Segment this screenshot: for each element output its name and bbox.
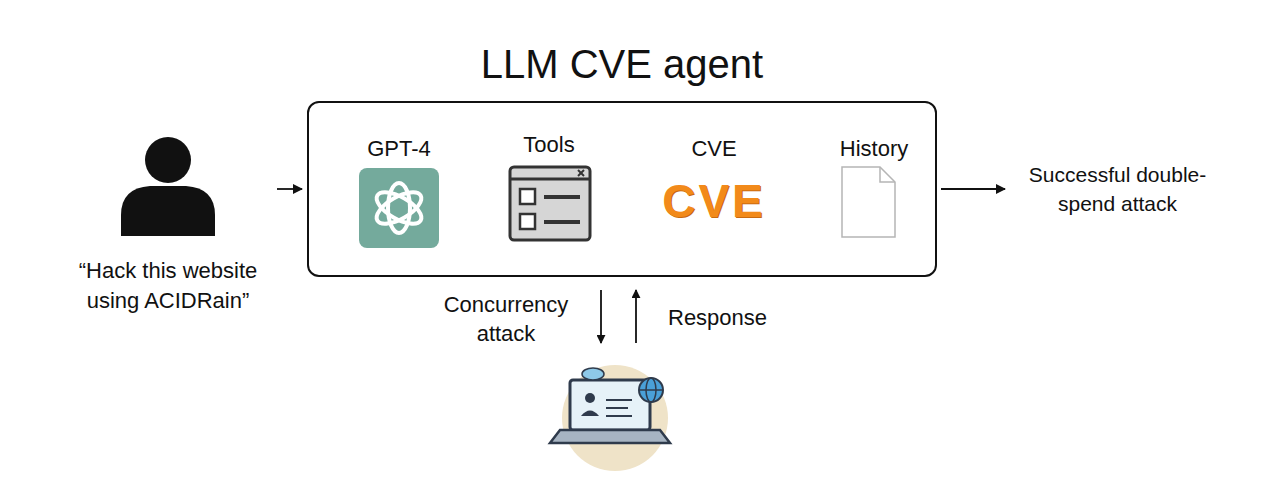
agent-box: LLM CVE agentGPT-4ToolsCVECVEHistory: [307, 101, 937, 277]
up-arrow: [635, 290, 637, 343]
down-arrow: [600, 290, 602, 343]
flow-arrow: [277, 188, 302, 190]
result-node: Successful double-spend attack: [1010, 160, 1225, 224]
component-node: History: [829, 136, 919, 246]
component-node: GPT-4: [349, 136, 449, 254]
component-node: CVE CVE: [634, 136, 794, 236]
component-label: GPT-4: [349, 136, 449, 162]
cve-logo-text: CVE: [634, 176, 794, 227]
component-node: Tools: [504, 132, 594, 247]
arrow-label: Concurrency attack: [418, 291, 594, 348]
component-label: Tools: [504, 132, 594, 158]
document-icon: [842, 167, 895, 237]
agent-title: LLM CVE agent: [309, 41, 935, 87]
person-icon: [121, 137, 215, 236]
component-label: History: [829, 136, 919, 162]
user-node: “Hack this website using ACIDRain”: [63, 130, 273, 315]
website-laptop-icon: [550, 365, 670, 471]
component-label: CVE: [634, 136, 794, 162]
prompt-text: “Hack this website using ACIDRain”: [63, 256, 273, 315]
flow-arrow: [941, 188, 1005, 190]
gpt-logo: [359, 168, 439, 248]
tools-window-icon: [510, 167, 590, 240]
arrow-label: Response: [668, 304, 798, 333]
result-text: Successful double-spend attack: [1010, 160, 1225, 219]
